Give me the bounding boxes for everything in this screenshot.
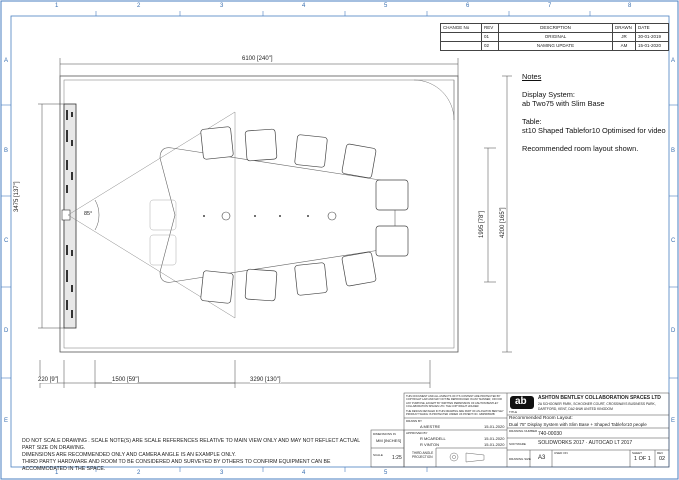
drawn-by: A MESTRE bbox=[420, 424, 441, 429]
rev-number: 02 bbox=[481, 41, 499, 51]
zone-row-d: D bbox=[4, 328, 9, 334]
patent-text: THE DESIGN DETAILED IN THIS DRAWING ARE … bbox=[406, 410, 504, 417]
zone-col-2-bottom: 2 bbox=[137, 470, 141, 476]
disclaimer-line-1: DO NOT SCALE DRAWING . SCALE NOTE(S) ARE… bbox=[22, 438, 360, 451]
notes-layout: Recommended room layout shown. bbox=[522, 144, 639, 153]
sheet-value: 1 OF 1 bbox=[634, 456, 651, 462]
zone-row-a-right: A bbox=[671, 58, 676, 64]
drawn-date: 15-01-2020 bbox=[484, 424, 505, 429]
notes-display-label: Display System: bbox=[522, 90, 575, 99]
title-line-1: Recommended Room Layout: bbox=[509, 416, 573, 421]
revision-table-header: CHANGE No REV DESCRIPTION DRAWN DATE bbox=[440, 23, 669, 33]
title-label: TITLE bbox=[509, 410, 518, 414]
rev-header-change: CHANGE No bbox=[440, 23, 482, 33]
zone-col-7: 7 bbox=[548, 3, 552, 9]
zone-row-e: E bbox=[4, 418, 9, 424]
zone-row-c: C bbox=[4, 238, 9, 244]
rev-number: 01 bbox=[481, 32, 499, 42]
notes-table-label: Table: bbox=[522, 117, 542, 126]
notes-table-value: st10 Shaped Tablefor10 Optimised for vid… bbox=[522, 126, 666, 135]
zone-row-c-right: C bbox=[671, 238, 676, 244]
zone-col-5: 5 bbox=[384, 3, 388, 9]
approved-2: R VINTON bbox=[420, 442, 440, 447]
zone-col-1: 1 bbox=[55, 3, 59, 9]
approved-2-date: 15-01-2020 bbox=[484, 442, 505, 447]
rev-value: 02 bbox=[659, 456, 666, 462]
zone-row-b: B bbox=[4, 148, 9, 154]
dim-room-width: 6100 [240"] bbox=[242, 56, 273, 62]
dim-screen-to-table: 1500 [59"] bbox=[112, 377, 140, 383]
dim-table-width: 1995 [78"] bbox=[479, 210, 485, 238]
zone-row-b-right: B bbox=[671, 148, 676, 154]
revision-row: 02 NAMING UPDATE AM 15-01-2020 bbox=[440, 41, 669, 51]
zone-row-e-right: E bbox=[671, 418, 676, 424]
software-value: SOLIDWORKS 2017 · AUTOCAD LT 2017 bbox=[538, 440, 633, 446]
drawing-number: 740-00030 bbox=[538, 431, 562, 437]
used-on-label: USED ON bbox=[554, 451, 568, 455]
rev-drawn: JR bbox=[612, 32, 636, 42]
disclaimer-line-2: DIMENSIONS ARE RECOMMENDED ONLY AND CAME… bbox=[22, 452, 236, 458]
zone-col-8: 8 bbox=[628, 3, 632, 9]
dim-wall-offset: 220 [9"] bbox=[38, 377, 59, 383]
company-logo: ab bbox=[515, 396, 527, 407]
revision-row: 01 ORIGINAL JR 30-01-2019 bbox=[440, 32, 669, 42]
rev-drawn: AM bbox=[612, 41, 636, 51]
approved-label: APPROVED BY bbox=[406, 431, 428, 435]
notes-display-value: ab Two75 with Slim Base bbox=[522, 99, 605, 108]
rev-date: 30-01-2019 bbox=[635, 32, 669, 42]
projection-text: THIRD ANGLE PROJECTION bbox=[412, 451, 434, 459]
copyright-text: THIS DOCUMENT AND ALL ASPECTS OF ITS CON… bbox=[406, 395, 502, 409]
software-label: SOFTWARE bbox=[509, 442, 526, 446]
zone-col-6: 6 bbox=[466, 3, 470, 9]
dimensions-label: DIMENSIONS IN bbox=[373, 432, 396, 436]
rev-date: 15-01-2020 bbox=[635, 41, 669, 51]
zone-col-4-bottom: 4 bbox=[302, 470, 306, 476]
rev-header-date: DATE bbox=[635, 23, 669, 33]
drawing-size: A3 bbox=[538, 455, 546, 461]
rev-description: ORIGINAL bbox=[498, 32, 613, 42]
title-line-2: Dual 75" Display System with Slim Base +… bbox=[509, 422, 647, 427]
scale-value: 1:25 bbox=[392, 455, 402, 461]
rev-label: REV bbox=[657, 451, 664, 455]
zone-col-3-bottom: 3 bbox=[220, 470, 224, 476]
dim-table-length: 3290 [130"] bbox=[250, 377, 281, 383]
drawing-number-label: DRAWING NUMBER bbox=[509, 429, 538, 433]
approved-1-date: 15-01-2020 bbox=[484, 436, 505, 441]
drawing-size-label: DRAWING SIZE bbox=[509, 457, 531, 461]
company-address-1: 2A SCHOONER PARK, SCHOONER COURT, CROSSW… bbox=[538, 402, 656, 406]
disclaimer-line-3: THIRD PARTY HARDWARE AND ROOM TO BE CONS… bbox=[22, 459, 331, 472]
notes-title: Notes bbox=[522, 72, 542, 81]
dimensions-value: MM [INCHES] bbox=[376, 438, 402, 443]
zone-row-d-right: D bbox=[671, 328, 676, 334]
rev-header-drawn: DRAWN bbox=[612, 23, 636, 33]
dim-room-height: 3475 [137"] bbox=[14, 181, 20, 213]
revision-table: CHANGE No REV DESCRIPTION DRAWN DATE 01 … bbox=[440, 23, 669, 51]
rev-header-rev: REV bbox=[481, 23, 499, 33]
company-address-2: DARTFORD, KENT, DA2 6NW UNITED KINGDOM bbox=[538, 407, 613, 411]
zone-col-4: 4 bbox=[302, 3, 306, 9]
dim-camera-angle: 85° bbox=[84, 211, 93, 217]
zone-col-2: 2 bbox=[137, 3, 141, 9]
zone-col-5-bottom: 5 bbox=[384, 470, 388, 476]
rev-header-description: DESCRIPTION bbox=[498, 23, 613, 33]
notes-panel: Notes Display System:ab Two75 with Slim … bbox=[522, 72, 666, 162]
zone-col-1-bottom: 1 bbox=[55, 470, 59, 476]
scale-label: SCALE bbox=[373, 453, 383, 457]
sheet-label: SHEET bbox=[632, 451, 643, 455]
zone-row-a: A bbox=[4, 58, 9, 64]
company-name: ASHTON BENTLEY COLLABORATION SPACES LTD bbox=[538, 395, 661, 401]
drawn-by-label: DRAWN BY bbox=[406, 419, 423, 423]
zone-col-3: 3 bbox=[220, 3, 224, 9]
dim-room-depth: 4200 [165"] bbox=[500, 207, 506, 239]
rev-description: NAMING UPDATE bbox=[498, 41, 613, 51]
disclaimer: DO NOT SCALE DRAWING . SCALE NOTE(S) ARE… bbox=[22, 438, 372, 473]
approved-1: R MCARDELL bbox=[420, 436, 446, 441]
